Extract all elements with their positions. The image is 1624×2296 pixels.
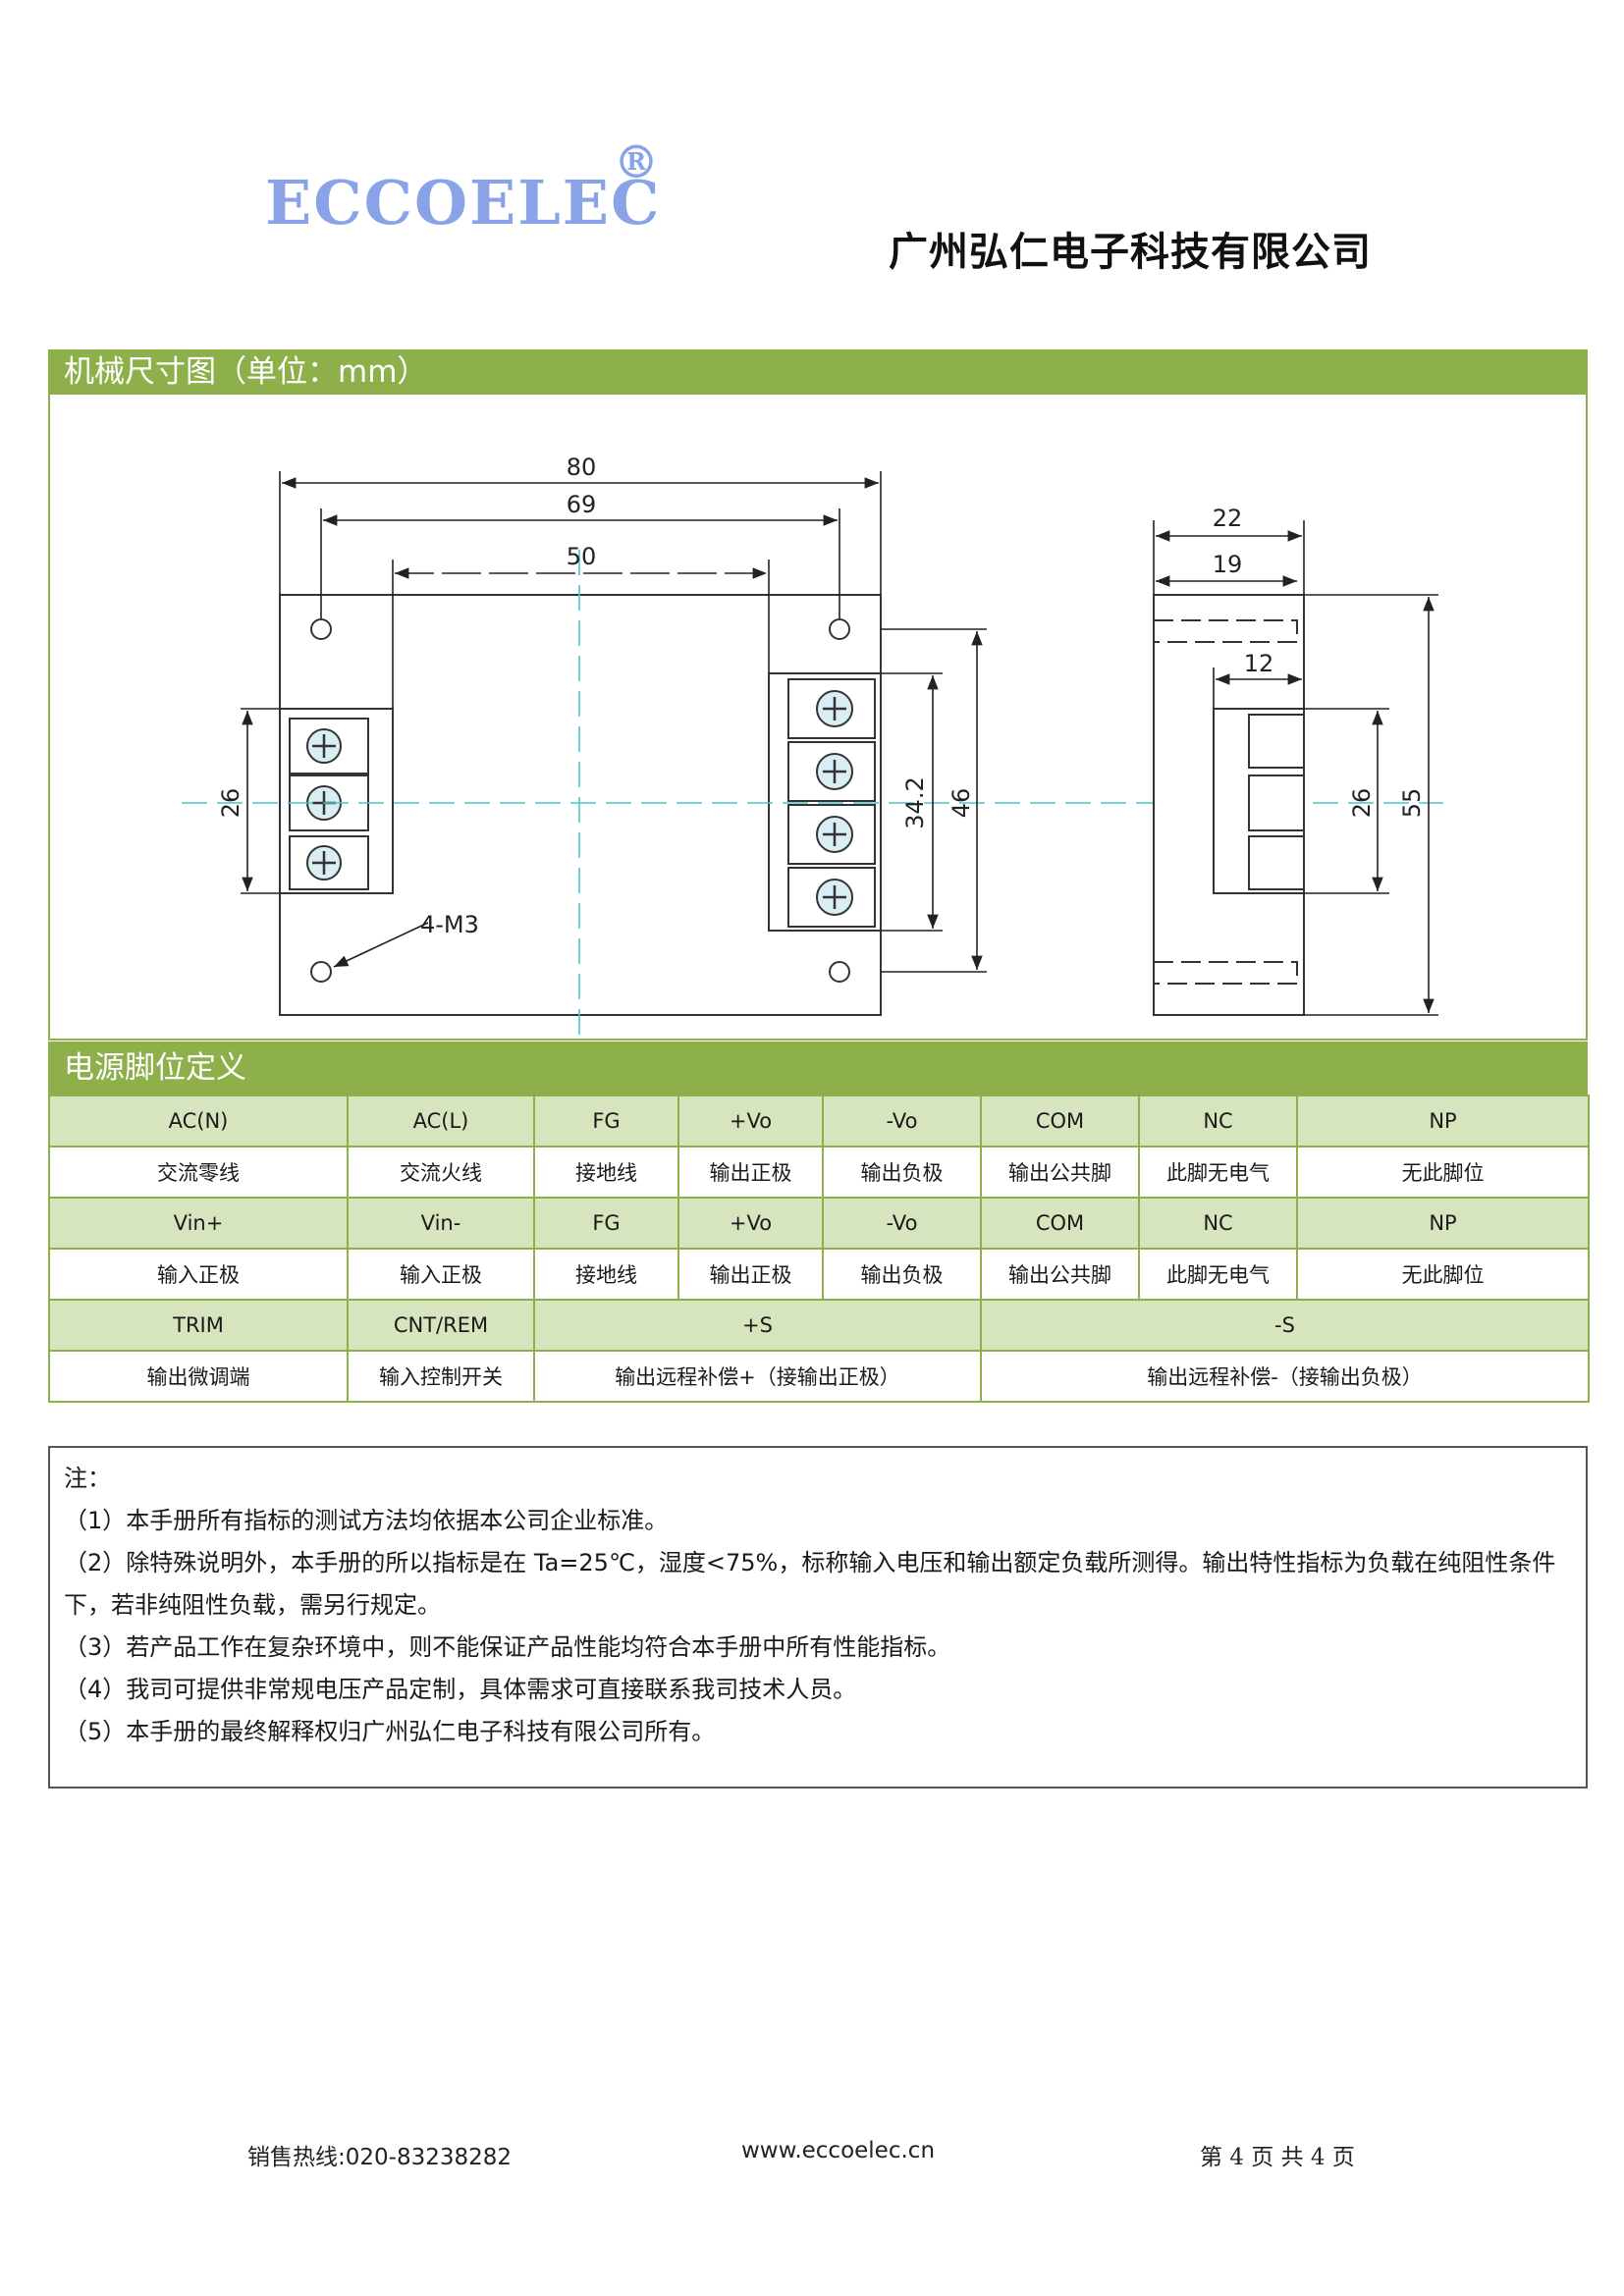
table-cell: NP	[1296, 1095, 1590, 1148]
table-cell: CNT/REM	[347, 1299, 535, 1352]
table-row: AC(N) AC(L) FG +Vo -Vo COM NC NP	[48, 1095, 1590, 1148]
table-row: TRIM CNT/REM +S -S	[48, 1299, 1590, 1352]
company-name: 广州弘仁电子科技有限公司	[889, 230, 1372, 275]
table-cell: 无此脚位	[1296, 1248, 1590, 1301]
table-cell: Vin+	[48, 1197, 349, 1250]
table-row: Vin+ Vin- FG +Vo -Vo COM NC NP	[48, 1197, 1590, 1250]
table-cell: -S	[980, 1299, 1590, 1352]
dim-26-left: 26	[217, 788, 244, 819]
note-item: （1）本手册所有指标的测试方法均依据本公司企业标准。	[64, 1507, 669, 1534]
table-cell: +Vo	[677, 1095, 824, 1148]
table-cell: NP	[1296, 1197, 1590, 1250]
page-number: 第 4 页 共 4 页	[1200, 2145, 1355, 2170]
dim-26-right: 26	[1348, 788, 1376, 819]
table-cell: 输出正极	[677, 1146, 824, 1199]
table-cell: 输出公共脚	[980, 1248, 1140, 1301]
note-item: （2）除特殊说明外，本手册的所以指标是在 Ta=25℃，湿度<75%，标称输入电…	[64, 1549, 1556, 1619]
table-cell: 输入正极	[347, 1248, 535, 1301]
registered-mark-icon: ®	[614, 135, 659, 188]
table-cell: 输出负极	[822, 1146, 982, 1199]
table-cell: 交流火线	[347, 1146, 535, 1199]
website-link[interactable]: www.eccoelec.cn	[741, 2138, 936, 2163]
table-cell: 接地线	[533, 1248, 679, 1301]
notes-title: 注：	[64, 1465, 111, 1492]
table-cell: 输入控制开关	[347, 1350, 535, 1403]
dim-22: 22	[1213, 505, 1243, 532]
table-cell: AC(N)	[48, 1095, 349, 1148]
mechanical-drawing: 80 69 50 22 19 12 4-M3 26 34.2 46 26 55	[182, 454, 1443, 1041]
table-cell: Vin-	[347, 1197, 535, 1250]
table-cell: 输入正极	[48, 1248, 349, 1301]
table-cell: 此脚无电气	[1138, 1146, 1298, 1199]
sales-hotline: 销售热线:020-83238282	[247, 2145, 513, 2170]
pin-definition-table: AC(N) AC(L) FG +Vo -Vo COM NC NP 交流零线 交流…	[48, 1095, 1590, 1403]
table-row: 输入正极 输入正极 接地线 输出正极 输出负极 输出公共脚 此脚无电气 无此脚位	[48, 1248, 1590, 1301]
dimension-lines	[241, 471, 987, 973]
dim-50: 50	[567, 543, 597, 570]
table-cell: COM	[980, 1197, 1140, 1250]
mounting-hole-icons	[310, 618, 850, 983]
table-cell: AC(L)	[347, 1095, 535, 1148]
table-cell: FG	[533, 1197, 679, 1250]
table-cell: 输出微调端	[48, 1350, 349, 1403]
table-cell: -Vo	[822, 1095, 982, 1148]
table-cell: -Vo	[822, 1197, 982, 1250]
table-cell: 输出远程补偿-（接输出负极）	[980, 1350, 1590, 1403]
dim-19: 19	[1213, 551, 1243, 578]
table-cell: +S	[533, 1299, 982, 1352]
table-cell: TRIM	[48, 1299, 349, 1352]
table-cell: NC	[1138, 1095, 1298, 1148]
side-view	[1153, 594, 1305, 1016]
table-cell: 此脚无电气	[1138, 1248, 1298, 1301]
table-cell: 交流零线	[48, 1146, 349, 1199]
table-row: 输出微调端 输入控制开关 输出远程补偿+（接输出正极） 输出远程补偿-（接输出负…	[48, 1350, 1590, 1403]
table-cell: COM	[980, 1095, 1140, 1148]
mechanical-section-title: 机械尺寸图（单位：mm）	[48, 349, 1588, 395]
dim-12: 12	[1244, 650, 1274, 677]
notes-box: 注： （1）本手册所有指标的测试方法均依据本公司企业标准。 （2）除特殊说明外，…	[48, 1446, 1588, 1789]
table-cell: 输出负极	[822, 1248, 982, 1301]
company-logo: ECCOELEC	[265, 167, 662, 239]
note-item: （5）本手册的最终解释权归广州弘仁电子科技有限公司所有。	[64, 1718, 716, 1745]
table-cell: NC	[1138, 1197, 1298, 1250]
pin-definition-title: 电源脚位定义	[48, 1041, 1588, 1095]
dim-34-2: 34.2	[901, 776, 929, 828]
table-cell: FG	[533, 1095, 679, 1148]
note-item: （4）我司可提供非常规电压产品定制，具体需求可直接联系我司技术人员。	[64, 1676, 857, 1703]
table-cell: +Vo	[677, 1197, 824, 1250]
table-row: 交流零线 交流火线 接地线 输出正极 输出负极 输出公共脚 此脚无电气 无此脚位	[48, 1146, 1590, 1199]
note-item: （3）若产品工作在复杂环境中，则不能保证产品性能均符合本手册中所有性能指标。	[64, 1633, 951, 1661]
dim-80: 80	[567, 454, 597, 481]
dim-4-m3: 4-M3	[420, 911, 479, 938]
table-cell: 输出正极	[677, 1248, 824, 1301]
dim-46: 46	[947, 788, 975, 819]
dim-69: 69	[567, 491, 597, 518]
table-cell: 输出远程补偿+（接输出正极）	[533, 1350, 982, 1403]
table-cell: 输出公共脚	[980, 1146, 1140, 1199]
dim-55: 55	[1398, 788, 1426, 819]
front-view	[279, 594, 882, 1016]
table-cell: 接地线	[533, 1146, 679, 1199]
table-cell: 无此脚位	[1296, 1146, 1590, 1199]
center-lines	[182, 550, 1443, 1041]
